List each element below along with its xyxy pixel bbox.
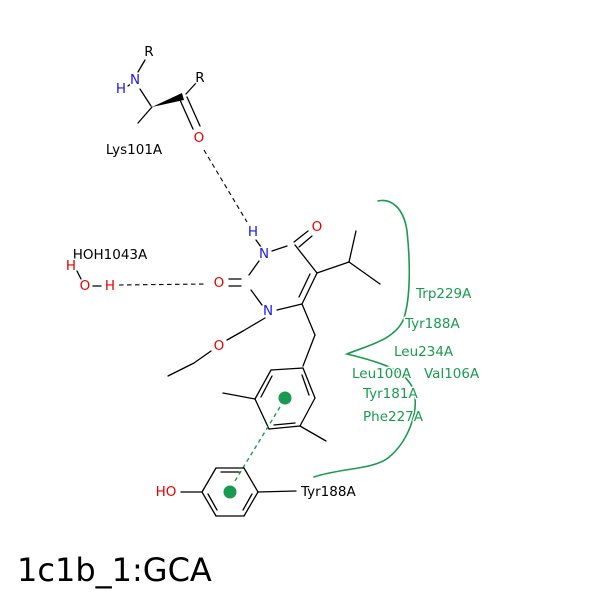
bond [137, 59, 146, 73]
water-oxygen-label: O [80, 278, 91, 294]
bond [201, 491, 217, 517]
wedge-bond [152, 93, 184, 107]
bond [348, 261, 381, 285]
methyl-bond [299, 425, 327, 442]
dimethylphenyl-ring [222, 367, 327, 442]
bond [248, 260, 260, 276]
residue-label-trp229a: Trp229A [415, 286, 472, 302]
bond [250, 289, 263, 306]
bond [242, 317, 266, 332]
label-connector-line [257, 490, 297, 493]
diagram-title: 1c1b_1:GCA [17, 551, 212, 589]
residue-label-tyr181a: Tyr181A [362, 386, 418, 402]
ethoxymethyl-group: O [167, 317, 266, 377]
double-bond [186, 96, 201, 127]
bond [137, 106, 153, 124]
lys101a-fragment: R H N R O Lys101A [104, 43, 206, 160]
water-hydrogen-label: H [105, 278, 115, 294]
bond [243, 467, 259, 493]
bond [276, 303, 303, 311]
bond [270, 367, 304, 371]
double-bond [293, 230, 309, 243]
bond [302, 367, 316, 399]
ether-oxygen-label: O [214, 338, 225, 354]
residue-label-val106a: Val106A [424, 366, 480, 382]
double-bond [301, 374, 310, 396]
ring-nitrogen-label: N [263, 303, 273, 319]
bond [302, 334, 316, 367]
double-bond [298, 273, 311, 298]
bond [348, 230, 357, 263]
r-group-label: R [144, 44, 153, 60]
bond [294, 244, 318, 274]
tyr188a-phenol-ring: HO Tyr188A [154, 467, 358, 517]
bond [268, 425, 301, 430]
pi-stacking-interaction [234, 406, 281, 482]
double-bond [298, 235, 313, 248]
ring-nitrogen-label: N [259, 246, 269, 262]
residue-label-leu100a: Leu100A [352, 366, 412, 382]
bond [255, 239, 262, 248]
bond [127, 82, 133, 87]
carbonyl-oxygen-label: O [214, 275, 225, 291]
bond [316, 261, 350, 274]
bond [167, 362, 195, 377]
isopropyl-group [316, 230, 381, 285]
hydrogen-label: H [116, 81, 126, 97]
double-bond [242, 493, 253, 511]
hydroxyl-label: HO [156, 484, 177, 500]
bond [185, 82, 197, 95]
hydrophobic-contact-arc [313, 199, 416, 478]
carbonyl-oxygen-label: O [312, 219, 323, 235]
bond [301, 272, 318, 305]
residue-label-hoh1043a: HOH1043A [73, 247, 148, 263]
water-hydrogen-label: H [66, 258, 76, 274]
carbonyl-oxygen-label: O [194, 130, 205, 146]
residue-label-lys101a: Lys101A [106, 142, 163, 158]
water-hoh1043a: HOH1043A H O H [64, 246, 149, 296]
bond [139, 88, 152, 107]
bond [299, 397, 316, 427]
double-bond [260, 375, 273, 398]
double-bond [273, 422, 296, 426]
nitrogen-label: N [130, 72, 140, 88]
hydrogen-bond [203, 149, 248, 223]
double-bond [179, 99, 194, 130]
bond [193, 350, 212, 364]
bond [76, 270, 82, 280]
bond [271, 245, 288, 252]
r-group-label: R [195, 70, 204, 86]
double-bond [207, 493, 218, 511]
bond [243, 491, 259, 517]
hydrogen-bond [118, 283, 207, 286]
bond [201, 467, 217, 493]
hydrophobic-residue-labels: Trp229A Tyr188A Leu234A Leu100A Val106A … [351, 285, 482, 427]
residue-label-tyr188a: Tyr188A [300, 484, 356, 500]
aromatic-ring-center-marker [278, 391, 292, 405]
aromatic-ring-center-marker [223, 485, 237, 499]
ligand-uracil-ring: H N N O O [212, 218, 324, 321]
benzyl-linker [301, 303, 316, 367]
residue-label-phe227a: Phe227A [363, 409, 424, 425]
methyl-bond [222, 392, 256, 400]
bond [254, 398, 270, 430]
residue-label-leu234a: Leu234A [394, 344, 454, 360]
residue-label-tyr188a-contact: Tyr188A [404, 316, 460, 332]
amide-hydrogen-label: H [248, 224, 258, 240]
bond [254, 369, 272, 400]
bond [301, 303, 316, 336]
bond [226, 330, 244, 341]
